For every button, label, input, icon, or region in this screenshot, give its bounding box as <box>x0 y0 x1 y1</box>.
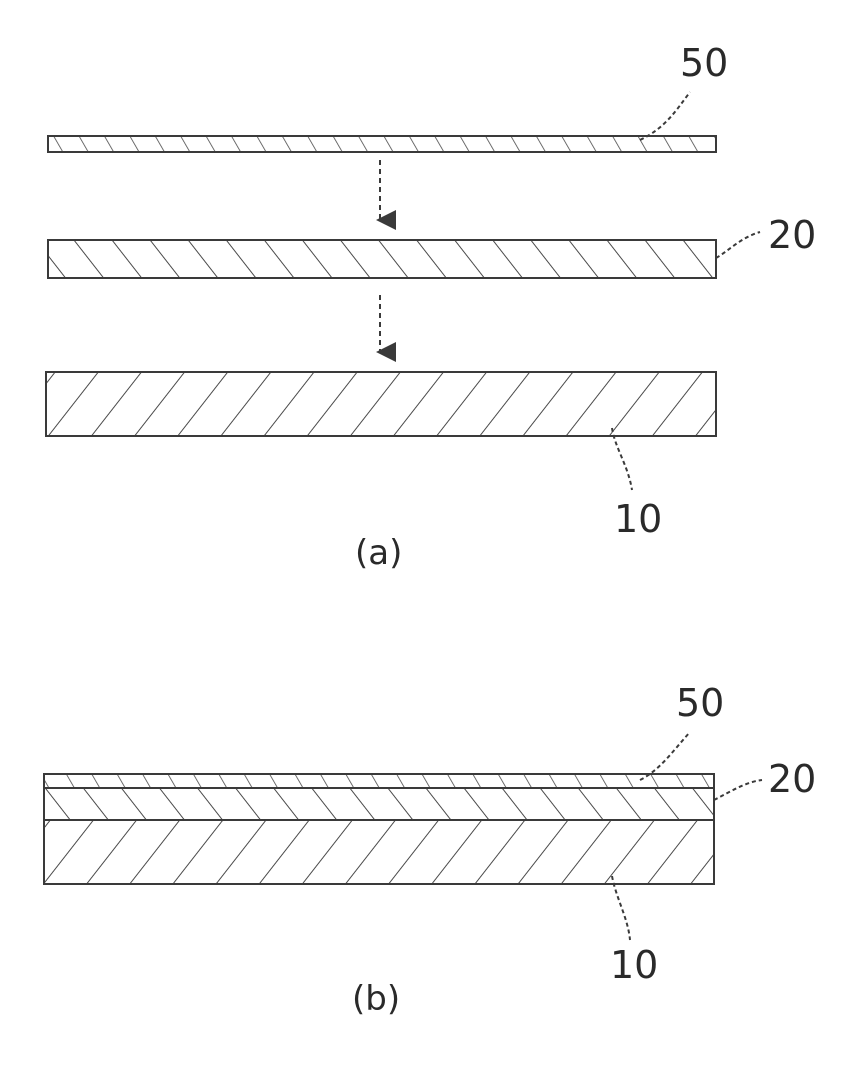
caption-a: (a) <box>355 533 402 573</box>
stack-label-50: 50 <box>676 681 724 725</box>
panel-a: 50 20 10 (a) <box>46 41 816 573</box>
stack-leader-line-50 <box>640 732 690 780</box>
panel-b: 50 20 10 (b) <box>44 681 816 1019</box>
layer-50-film <box>48 136 716 152</box>
layer-10-substrate <box>46 372 716 436</box>
layer-20-sheet <box>48 240 716 278</box>
stack-layer-10-substrate <box>44 820 714 884</box>
label-10: 10 <box>614 497 662 541</box>
stack-label-10: 10 <box>610 943 658 987</box>
leader-line-10 <box>612 428 632 490</box>
caption-b: (b) <box>352 979 400 1019</box>
stack-leader-line-10 <box>612 876 630 940</box>
leader-line-50 <box>640 92 690 140</box>
leader-line-20 <box>716 232 760 258</box>
label-20: 20 <box>768 213 816 257</box>
stack-label-20: 20 <box>768 757 816 801</box>
stack-layer-50-film <box>44 774 714 788</box>
stack-leader-line-20 <box>714 780 762 800</box>
label-50: 50 <box>680 41 728 85</box>
stack-layer-20-sheet <box>44 788 714 820</box>
